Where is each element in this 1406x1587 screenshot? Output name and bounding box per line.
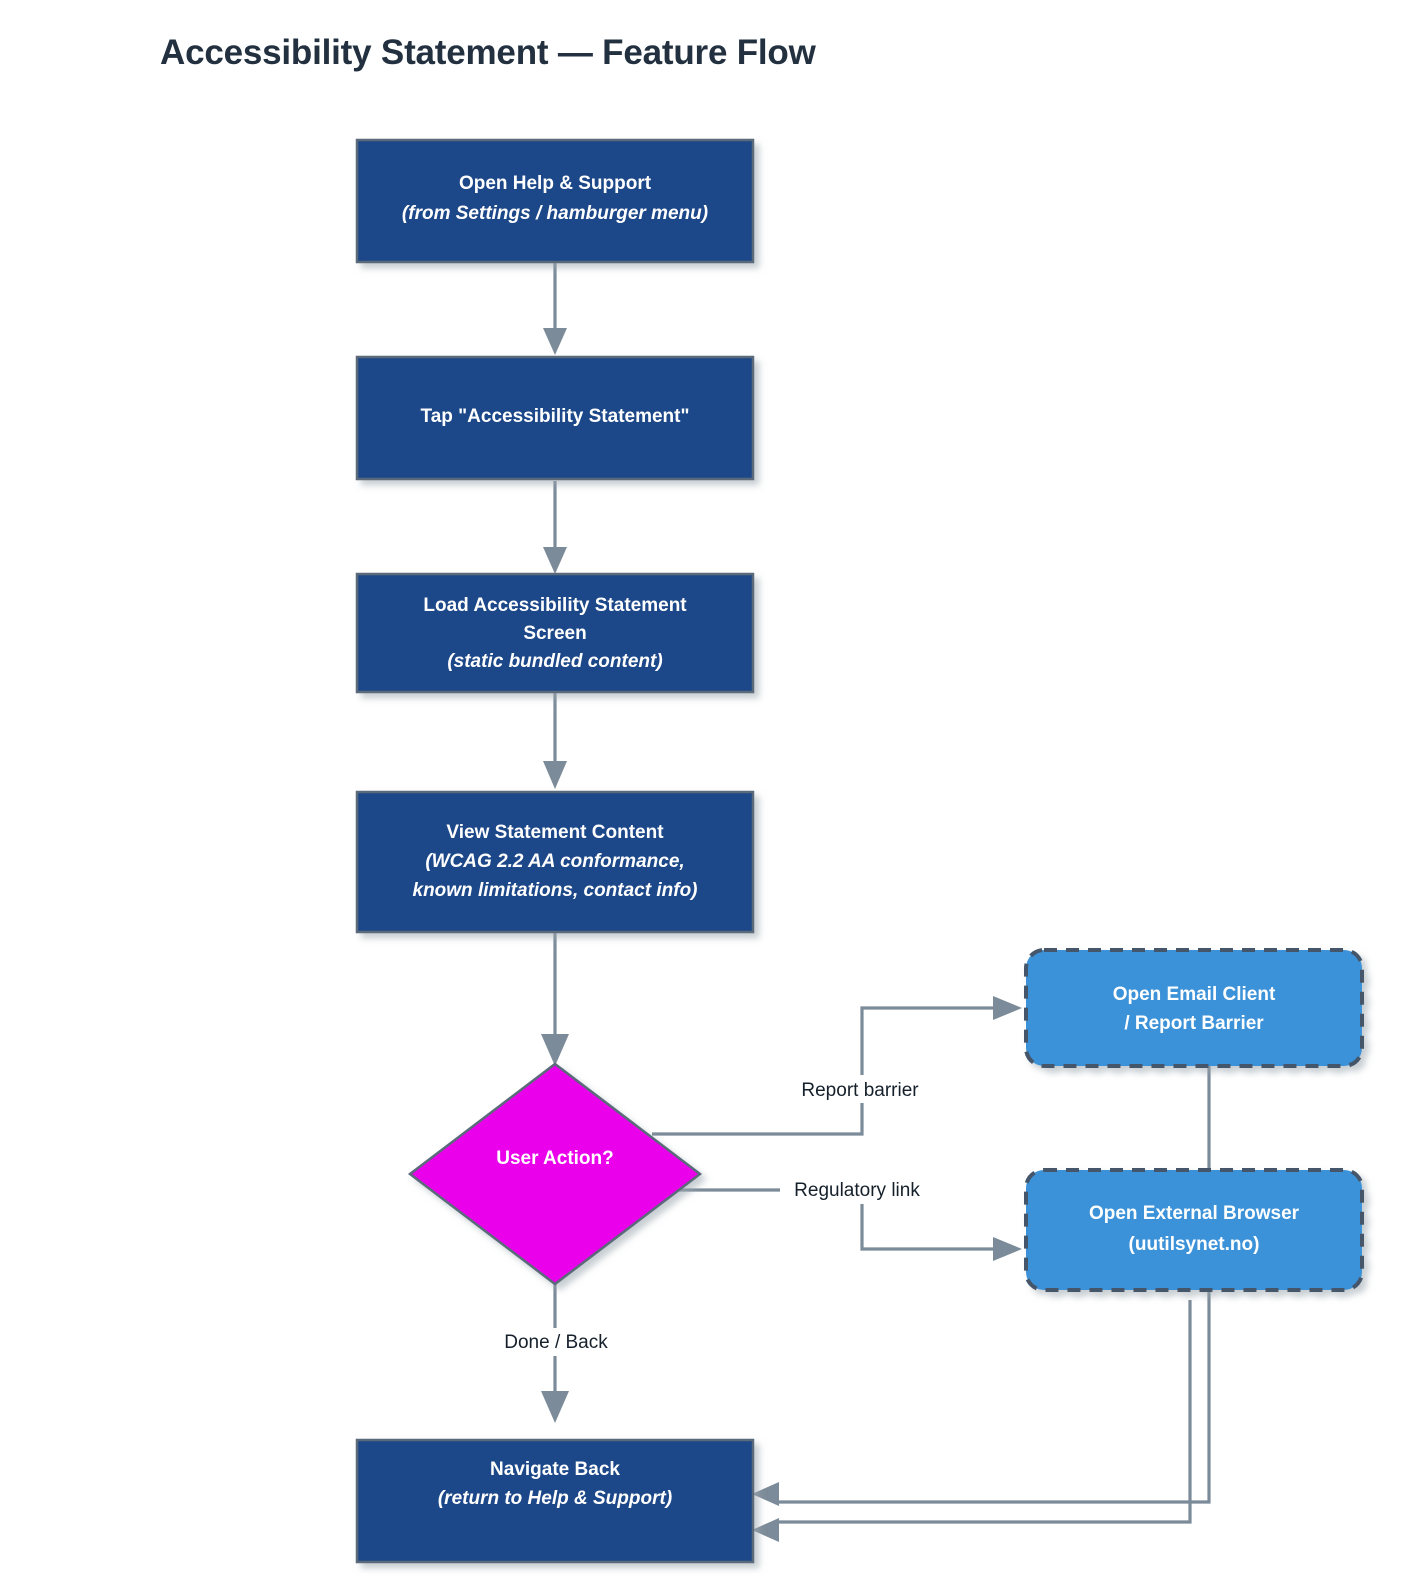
edge-label-done-back: Done / Back — [487, 1328, 627, 1356]
node-user-action-decision[interactable]: User Action? — [407, 1062, 703, 1286]
node-tap-statement-line1: Tap "Accessibility Statement" — [421, 406, 690, 427]
edge-label-done-back-text: Done / Back — [504, 1332, 608, 1353]
edge-label-regulatory-link-text: Regulatory link — [794, 1180, 920, 1201]
edge-tap-statement-to-load-screen — [543, 481, 567, 574]
node-load-screen-line2: Screen — [523, 623, 586, 644]
node-open-help-and-support[interactable]: Open Help & Support (from Settings / ham… — [355, 138, 755, 264]
node-load-accessibility-statement-screen[interactable]: Load Accessibility Statement Screen (sta… — [355, 572, 755, 694]
node-navigate-back-line1: Navigate Back — [490, 1459, 620, 1480]
node-tap-accessibility-statement[interactable]: Tap "Accessibility Statement" — [355, 355, 755, 481]
node-view-content-line3: known limitations, contact info) — [413, 880, 698, 901]
node-open-browser-line2: (uutilsynet.no) — [1129, 1234, 1260, 1255]
edge-label-report-barrier: Report barrier — [782, 1075, 942, 1103]
node-open-browser-line1: Open External Browser — [1089, 1203, 1300, 1224]
node-open-help-line2: (from Settings / hamburger menu) — [402, 203, 708, 224]
node-open-email-line1: Open Email Client — [1113, 984, 1276, 1005]
node-open-email-client[interactable]: Open Email Client / Report Barrier — [1024, 948, 1364, 1068]
page-title: Accessibility Statement — Feature Flow — [160, 33, 816, 72]
edge-load-screen-to-view-content — [543, 690, 567, 789]
node-view-content-line2: (WCAG 2.2 AA conformance, — [425, 851, 684, 872]
node-load-screen-line3: (static bundled content) — [447, 651, 662, 672]
node-navigate-back[interactable]: Navigate Back (return to Help & Support) — [355, 1438, 755, 1564]
edge-user-action-to-open-email — [652, 996, 1022, 1136]
edge-view-content-to-user-action — [541, 932, 569, 1066]
node-open-email-line2: / Report Barrier — [1124, 1013, 1264, 1034]
node-navigate-back-line2: (return to Help & Support) — [438, 1488, 672, 1509]
node-user-action-line1: User Action? — [496, 1148, 614, 1169]
edge-open-help-to-tap-statement — [543, 262, 567, 355]
edge-open-browser-to-navigate-back — [752, 1300, 1192, 1542]
node-open-help-line1: Open Help & Support — [459, 173, 652, 194]
edge-label-regulatory-link: Regulatory link — [780, 1176, 938, 1204]
edge-label-report-barrier-text: Report barrier — [801, 1080, 919, 1101]
node-load-screen-line1: Load Accessibility Statement — [423, 595, 687, 616]
node-view-content-line1: View Statement Content — [446, 822, 664, 843]
edge-user-action-to-open-browser — [660, 1188, 1022, 1261]
node-open-external-browser[interactable]: Open External Browser (uutilsynet.no) — [1024, 1168, 1364, 1292]
node-view-statement-content[interactable]: View Statement Content (WCAG 2.2 AA conf… — [355, 790, 755, 934]
